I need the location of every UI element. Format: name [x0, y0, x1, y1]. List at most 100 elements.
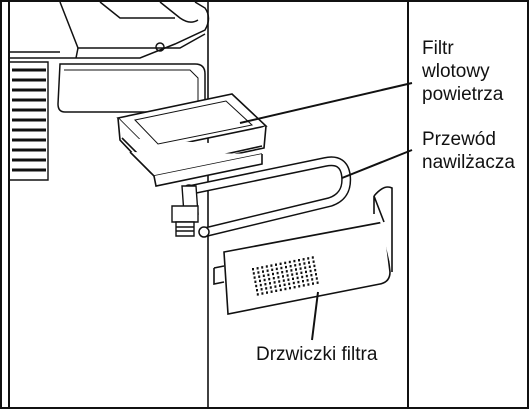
grille-dot: [275, 267, 278, 271]
grille-dot: [279, 262, 282, 265]
grille-dot: [274, 285, 277, 288]
grille-dot: [261, 266, 264, 269]
grille-dot: [273, 281, 276, 284]
grille-dot: [271, 268, 274, 271]
grille-dot: [306, 279, 309, 282]
grille-dot: [315, 277, 318, 280]
grille-dot: [269, 286, 272, 289]
grille-dot: [304, 266, 307, 269]
grille-dot: [258, 275, 261, 278]
grille-dot: [263, 278, 266, 282]
grille-dot: [254, 280, 257, 283]
grille-dot: [262, 274, 265, 277]
device-top-body: [9, 1, 210, 59]
grille-dot: [314, 268, 317, 272]
grille-dot: [299, 267, 302, 270]
grille-dot: [259, 279, 261, 283]
grille-dot: [262, 270, 264, 273]
grille-dot: [309, 269, 312, 273]
grille-dot: [275, 263, 277, 266]
grille-dot: [265, 287, 268, 290]
grille-dot: [266, 291, 268, 294]
grille-dot: [308, 265, 311, 268]
grille-dot: [298, 259, 300, 262]
grille-dot: [280, 266, 283, 270]
grille-dot: [315, 273, 317, 276]
grille-dot: [278, 280, 281, 283]
grille-dot: [261, 292, 264, 295]
grille-dot: [307, 283, 310, 286]
grille-dot: [316, 281, 319, 284]
grille-dot: [288, 260, 291, 264]
grille-dot: [277, 276, 280, 279]
grille-dot: [313, 264, 316, 268]
grille-dot: [266, 269, 269, 272]
grille-dot: [260, 288, 263, 291]
grille-dot: [272, 272, 274, 276]
grille-dot: [255, 284, 258, 288]
grille-dot: [303, 262, 306, 265]
door-grille: [252, 256, 319, 296]
grille-dot: [289, 286, 291, 290]
filter-compartment-inner: [64, 69, 199, 108]
grille-dot: [289, 265, 292, 268]
grille-dot: [282, 275, 284, 278]
inlet-air-filter: [116, 93, 268, 187]
grille-dot: [295, 272, 298, 275]
grille-dot: [257, 271, 260, 274]
grille-dot: [305, 274, 308, 278]
grille-dot: [310, 274, 313, 277]
grille-dot: [267, 273, 270, 277]
grille-dot: [272, 277, 275, 280]
leader-humidifier-tube: [341, 149, 413, 179]
grille-dot: [285, 265, 287, 269]
grille-dot: [292, 277, 294, 280]
grille-dot: [292, 281, 295, 285]
label-humidifier-tube: Przewód nawilżacza: [422, 129, 515, 173]
grille-dot: [305, 270, 307, 274]
grille-dot: [302, 280, 304, 283]
grille-dot: [302, 284, 305, 287]
grille-dot: [270, 264, 273, 267]
grille-dot: [259, 283, 262, 287]
grille-dot: [311, 278, 314, 281]
label-filter-door: Drzwiczki filtra: [256, 344, 378, 365]
filter-door: [213, 186, 393, 315]
leader-filter-door: [311, 291, 319, 341]
grille-dot: [269, 282, 271, 285]
grille-dot: [256, 267, 259, 270]
grille-dot: [302, 258, 305, 261]
grille-dot: [253, 276, 256, 279]
grille-dot: [297, 280, 300, 284]
grille-dot: [293, 259, 296, 263]
grille-dot: [291, 273, 294, 276]
grille-dot: [275, 289, 278, 292]
grille-dot: [288, 282, 291, 286]
grille-dot: [270, 290, 273, 293]
grille-dot: [295, 268, 297, 271]
grille-dot: [279, 284, 281, 287]
grille-dot: [312, 282, 314, 285]
grille-dot: [276, 271, 279, 275]
grille-dot: [265, 265, 268, 268]
grille-dot: [252, 268, 254, 271]
grille-dot: [301, 275, 304, 279]
grille-dot: [298, 285, 301, 288]
grille-dot: [281, 271, 284, 274]
grille-dot: [264, 283, 267, 286]
tube-elbow-connector: [171, 185, 199, 237]
grille-dot: [308, 261, 310, 264]
grille-dot: [294, 264, 297, 267]
grille-dot: [256, 293, 259, 296]
grille-dot: [290, 269, 293, 272]
grille-dot: [287, 278, 290, 281]
leader-inlet-filter: [239, 82, 413, 124]
grille-dot: [256, 289, 258, 292]
grille-dot: [268, 277, 271, 281]
grille-dot: [284, 287, 287, 291]
grille-dot: [307, 257, 310, 260]
side-vent-slots: [12, 68, 46, 172]
grille-dot: [286, 274, 289, 277]
grille-dot: [298, 263, 301, 266]
